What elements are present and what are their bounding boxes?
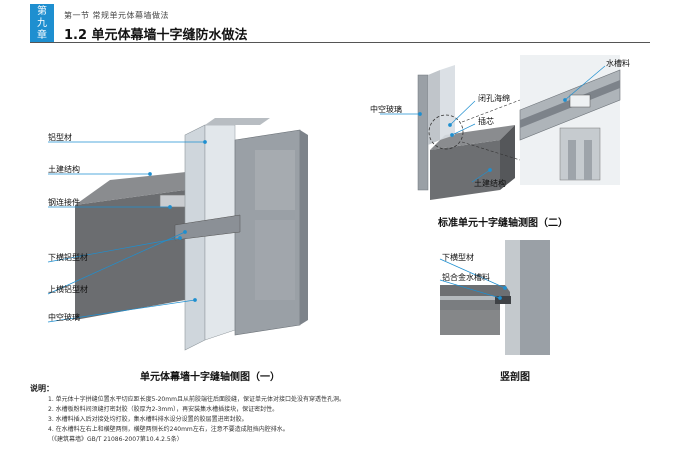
figure2-drawing [380,55,621,200]
figure2-caption: 标准单元十字缝轴测图（二） [438,218,568,229]
chapter-tab-char: 章 [37,30,47,41]
label-alu-water-trough: 铝合金水槽料 [442,273,490,282]
note-item: 2. 水槽板粉料间须缝打密封胶（胶厚为2-3mm），再安装集水槽插接块，保证密封… [48,406,279,413]
note-item: 4. 在水槽料左右上和横壁两侧，横壁两侧长约240mm左右，注意不要造成阻挡内腔… [48,426,289,433]
label-civil-structure: 土建结构 [48,165,80,174]
note-item: （《建筑幕墙》GB/T 21086-2007第10.4.2.5条） [48,436,183,443]
section-subtitle: 第一节 常规单元体幕墙做法 [64,11,170,20]
note-item: 1. 单元体十字拼缝位置水平切应距长度5-20mm且从前胶端往后面胶缝，保证单元… [48,396,345,403]
label-civil-structure-2: 土建结构 [474,179,506,188]
figure1-drawing [47,118,308,351]
chapter-tab-char: 第 [37,6,47,17]
figure3-caption: 竖剖图 [500,372,530,383]
label-insert-core: 插芯 [478,117,494,126]
header-divider [30,42,650,43]
figure1-caption: 单元体幕墙十字缝轴侧图（一） [140,372,280,383]
chapter-tab-char: 九 [37,18,47,29]
label-lower-profile: 下横型材 [442,253,474,262]
note-item: 3. 水槽料插入后对接处均打胶，集水槽料排水设分设置的胶层置进密封胶。 [48,416,248,423]
label-water-trough: 水槽料 [606,59,630,68]
label-upper-transom: 上横铝型材 [48,285,88,294]
chapter-tab: 第 九 章 [30,4,54,42]
notes-title: 说明： [30,384,54,393]
label-aluminium-profile: 铝型材 [48,133,72,142]
label-insulated-glass: 中空玻璃 [48,313,80,322]
figure3-drawing [439,240,550,355]
label-lower-transom: 下横铝型材 [48,253,88,262]
label-closed-cell-sponge: 闭孔海绵 [478,94,510,103]
section-title: 1.2 单元体幕墙十字缝防水做法 [64,28,248,43]
label-steel-connector: 钢连接件 [48,198,80,207]
label-insulated-glass-2: 中空玻璃 [370,105,402,114]
